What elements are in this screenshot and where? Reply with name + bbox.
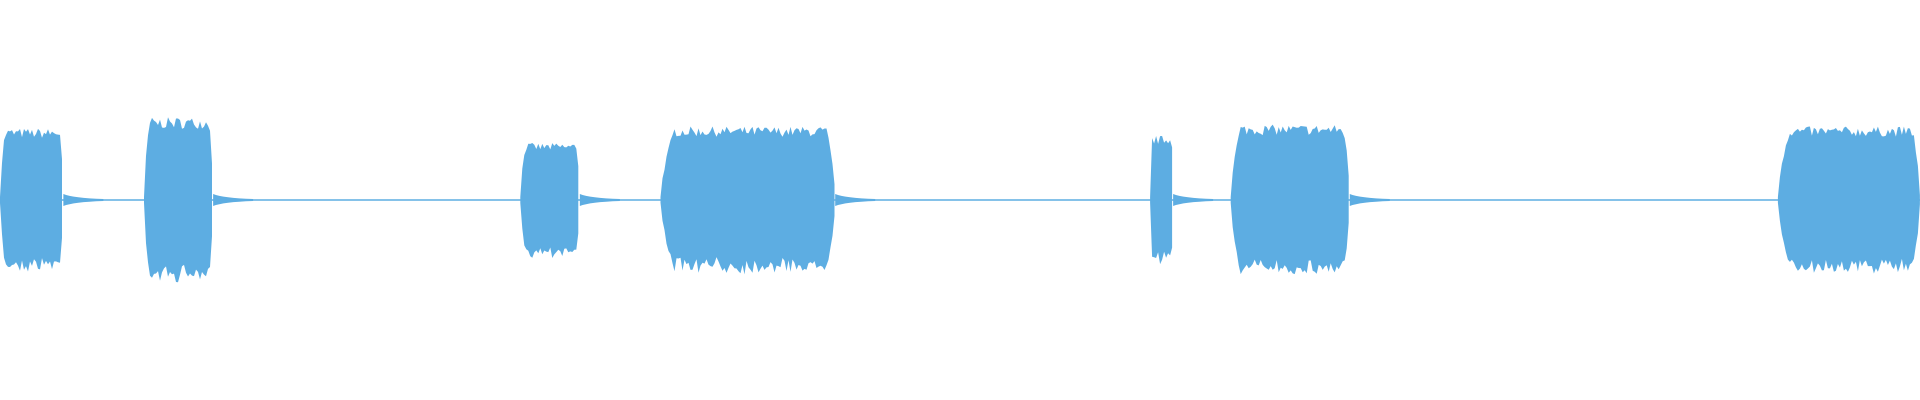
waveform-burst-3 (520, 143, 579, 258)
waveform-burst-1 (0, 128, 62, 272)
waveform-burst-2 (144, 117, 212, 283)
waveform-burst-7 (1777, 126, 1920, 274)
waveform-burst-5 (1150, 136, 1173, 265)
waveform-tail-4 (835, 194, 876, 206)
waveform-tail-6 (1349, 194, 1390, 206)
waveform-burst-4 (660, 126, 835, 275)
waveform-bursts (0, 117, 1920, 283)
waveform-tail-5 (1173, 194, 1214, 206)
waveform-burst-6 (1230, 124, 1349, 275)
waveform-tail-2 (213, 194, 254, 206)
waveform-tail-1 (63, 194, 104, 206)
waveform-tail-3 (579, 194, 620, 206)
